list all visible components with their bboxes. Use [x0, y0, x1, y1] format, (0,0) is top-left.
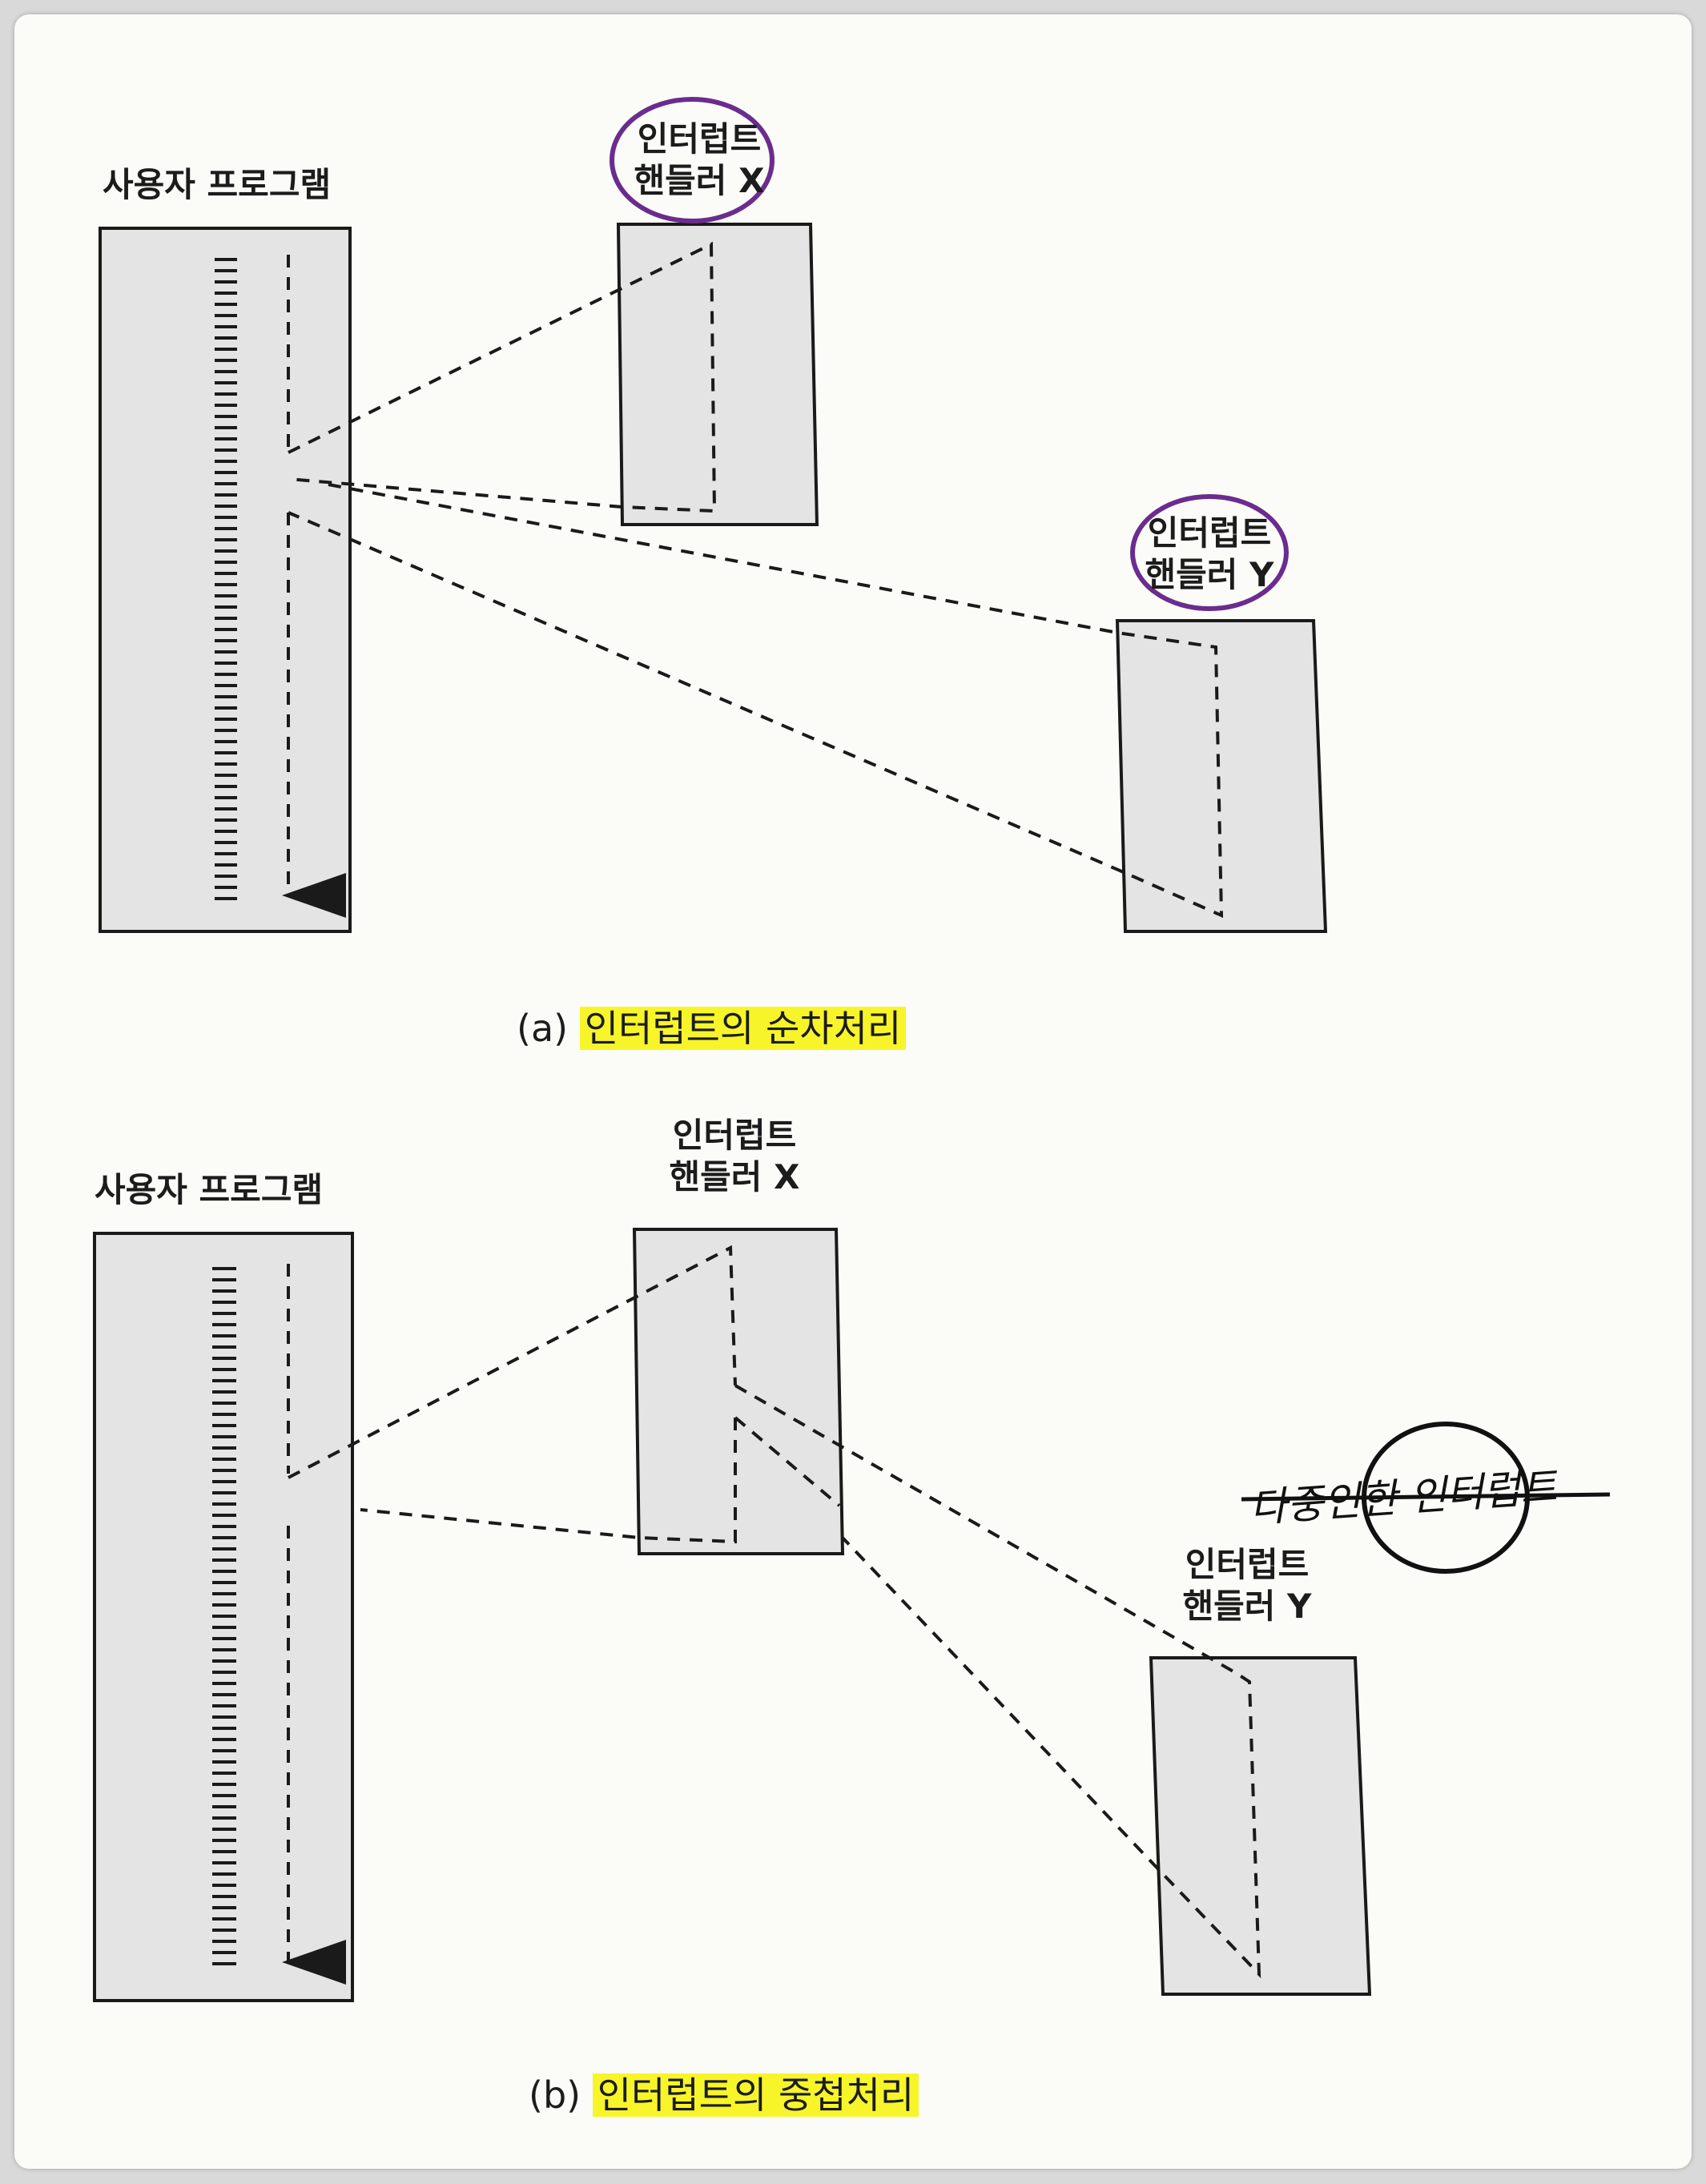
program-title-b: 사용자 프로그램 [95, 1170, 324, 1209]
handler-y-box-b [1149, 1656, 1372, 1996]
program-title-a: 사용자 프로그램 [103, 165, 332, 204]
handler-x-label-b: 인터럽트 핸들러 X [658, 1115, 811, 1198]
handler-y-path-a [288, 483, 1224, 919]
caption-b-text: 인터럽트의 중첩처리 [592, 2073, 919, 2117]
handler-x-box-a [616, 223, 819, 526]
caption-a-text: 인터럽트의 순차처리 [579, 1007, 907, 1050]
instruction-ticks-b [212, 1261, 236, 1970]
handler-y-line1-b: 인터럽트 [1185, 1545, 1310, 1584]
handler-x-path-a [288, 241, 717, 513]
handler-y-line2-a: 핸들러 Y [1145, 555, 1274, 594]
annotation-circle-y [1130, 494, 1289, 611]
handler-y-label-b: 인터럽트 핸들러 Y [1171, 1544, 1323, 1627]
handler-x-label-a: 인터럽트 핸들러 X [631, 119, 767, 202]
handwritten-underline [1241, 1492, 1611, 1502]
handler-x-line2-a: 핸들러 X [634, 161, 765, 200]
handler-x-box-b [632, 1228, 845, 1555]
caption-b-prefix: (b) [529, 2073, 581, 2117]
handler-x-line2-b: 핸들러 X [669, 1157, 800, 1197]
handler-y-label-a: 인터럽트 핸들러 Y [1137, 513, 1282, 596]
handler-x-path-b [288, 1245, 737, 1544]
handler-x-line1-a: 인터럽트 [637, 119, 762, 159]
annotation-circle-x [610, 97, 775, 223]
handler-y-line2-b: 핸들러 Y [1182, 1587, 1312, 1626]
caption-a: (a) 인터럽트의 순차처리 [517, 999, 907, 1052]
instruction-ticks-a [215, 256, 237, 905]
panel-a [99, 97, 1328, 933]
handler-y-line1-a: 인터럽트 [1147, 513, 1272, 553]
handler-y-path-b [734, 1384, 1261, 1979]
caption-b: (b) 인터럽트의 중첩처리 [529, 2066, 919, 2119]
panel-b [93, 1228, 1611, 2001]
caption-a-prefix: (a) [517, 1007, 569, 1050]
handler-y-box-a [1115, 619, 1328, 933]
handler-x-line1-b: 인터럽트 [672, 1116, 797, 1155]
